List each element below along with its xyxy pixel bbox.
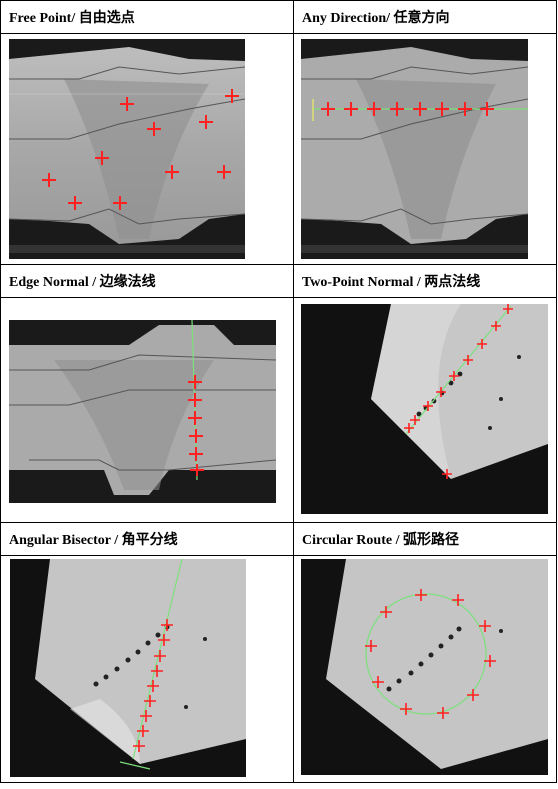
marker [199, 115, 213, 129]
panel-any-direction [293, 33, 557, 265]
panel-title-two-point-normal: Two-Point Normal / 两点法线 [293, 264, 557, 298]
panel-title-any-direction: Any Direction/ 任意方向 [293, 0, 557, 34]
weld-image-any-direction [301, 39, 528, 259]
weld-image-free-point [9, 39, 245, 259]
marker [42, 173, 56, 187]
weld-image-edge-normal [9, 320, 276, 503]
marker [68, 196, 82, 210]
weld-image-angular-bisector [10, 559, 246, 777]
marker [165, 165, 179, 179]
panel-title-free-point: Free Point/ 自由选点 [0, 0, 294, 34]
panel-angular-bisector [0, 555, 294, 783]
panel-free-point [0, 33, 294, 265]
weld-image-two-point-normal [301, 304, 548, 514]
marker [95, 151, 109, 165]
marker [120, 97, 134, 111]
panel-title-circular-route: Circular Route / 弧形路径 [293, 522, 557, 556]
marker [113, 196, 127, 210]
weld-image-circular-route [301, 559, 548, 775]
free-point-markers [42, 89, 239, 210]
panel-title-angular-bisector: Angular Bisector / 角平分线 [0, 522, 294, 556]
panel-two-point-normal [293, 297, 557, 523]
marker [225, 89, 239, 103]
panel-title-edge-normal: Edge Normal / 边缘法线 [0, 264, 294, 298]
panel-circular-route [293, 555, 557, 783]
marker [217, 165, 231, 179]
marker [147, 122, 161, 136]
panel-edge-normal [0, 297, 294, 523]
